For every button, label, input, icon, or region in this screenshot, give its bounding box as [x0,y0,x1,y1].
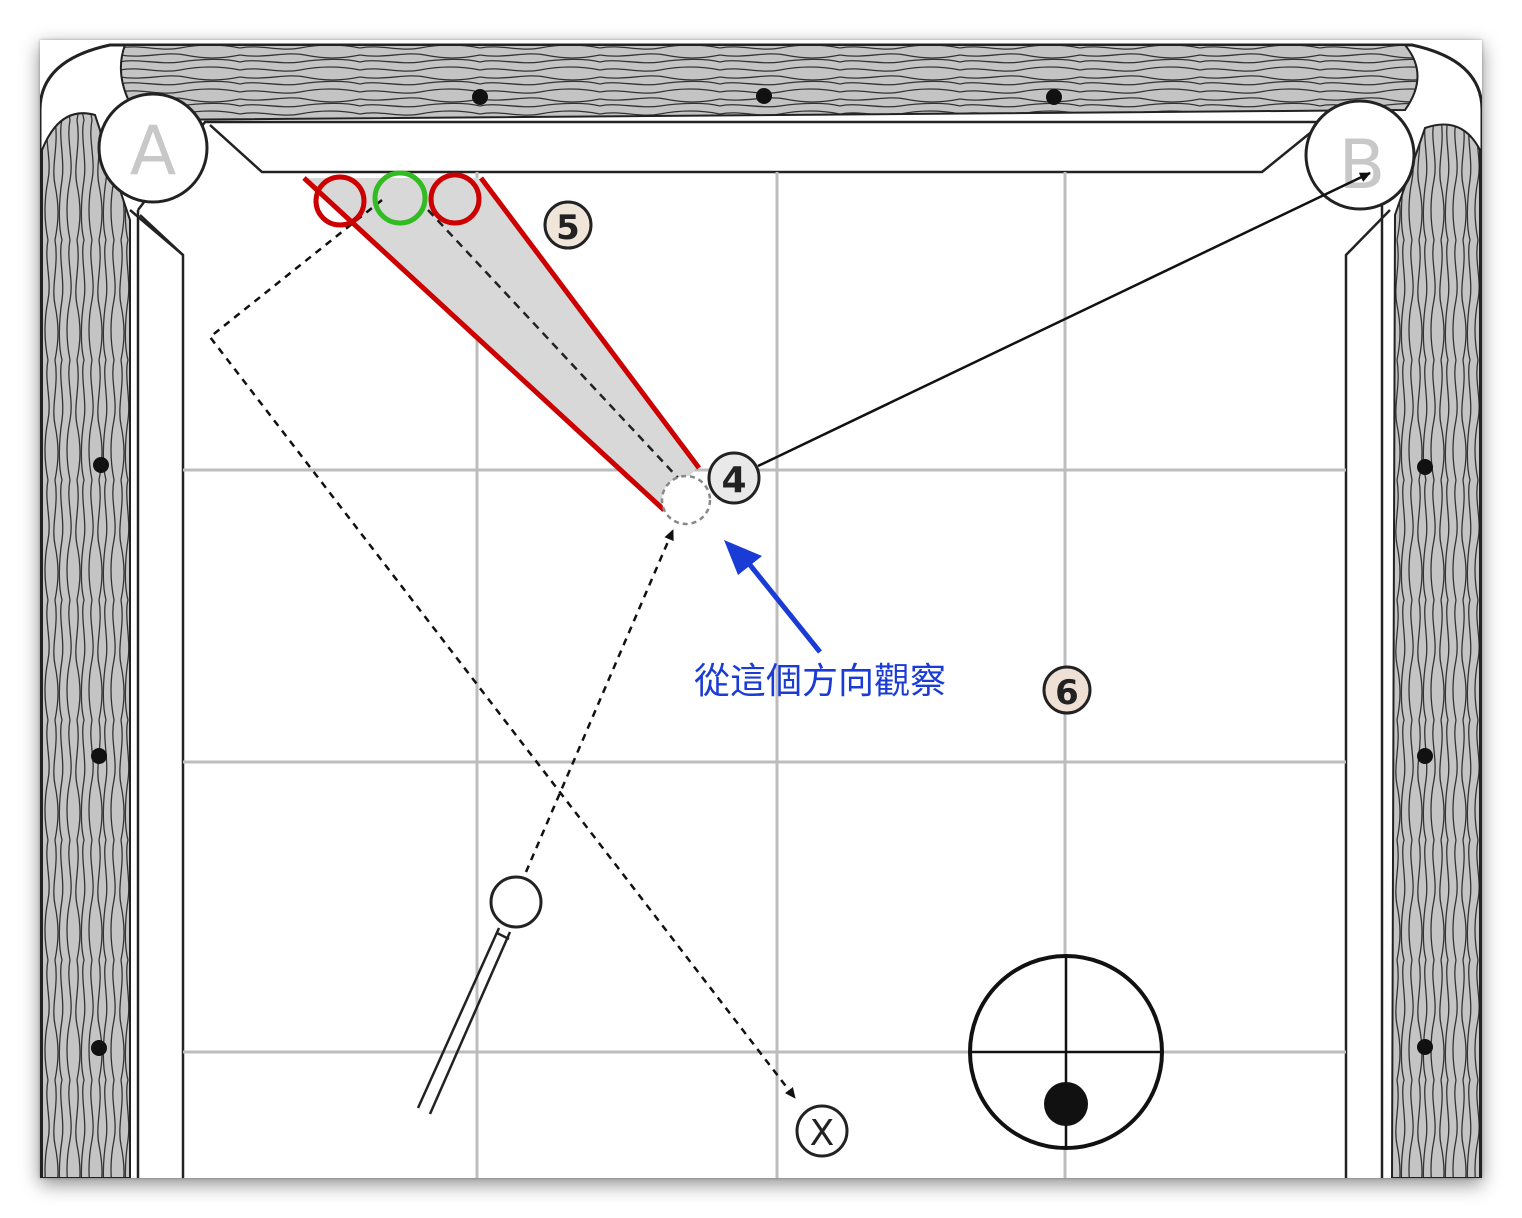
object-ball-path [757,171,1371,468]
ball-5: 5 [543,200,593,250]
rail-diamonds [91,88,1433,1056]
pocket-b: B [1304,99,1416,211]
ball-5-label: 5 [556,208,580,248]
annotation-arrow [724,540,822,654]
ball-6: 6 [1042,665,1092,715]
center-dashed-line [427,209,681,481]
cue-stick-icon [416,927,512,1115]
left-cushion-nose [129,209,184,256]
cue-ball-path [524,529,675,873]
right-rail [1390,123,1481,1178]
left-rail [41,112,131,1178]
cue-ball [489,875,543,929]
top-cushion-nose [209,124,1321,174]
margin-target-right [428,172,482,226]
target-x-label: X [810,1113,835,1154]
ball-4: 4 [707,451,761,505]
ghost-ball [660,474,712,526]
ball-4-label: 4 [721,460,746,501]
table-outer-frame [40,43,1482,1178]
center-target [372,170,428,226]
pocket-b-label: B [1339,126,1386,205]
target-position-x: X [795,1104,849,1158]
right-cushion-nose [1344,209,1391,1178]
margin-line-right [479,176,701,470]
margin-target-left [313,174,367,228]
pocket-a-label: A [130,112,177,191]
dashed-reference-path [208,199,796,1099]
annotation-text: 從這個方向觀察 [694,661,946,702]
pocket-a: A [97,92,209,204]
top-rail [119,44,1419,122]
margin-line-left [302,176,666,512]
cue-ball-tip-icon [968,954,1164,1150]
shaded-margin-zone [306,178,698,508]
ball-6-label: 6 [1055,673,1079,713]
